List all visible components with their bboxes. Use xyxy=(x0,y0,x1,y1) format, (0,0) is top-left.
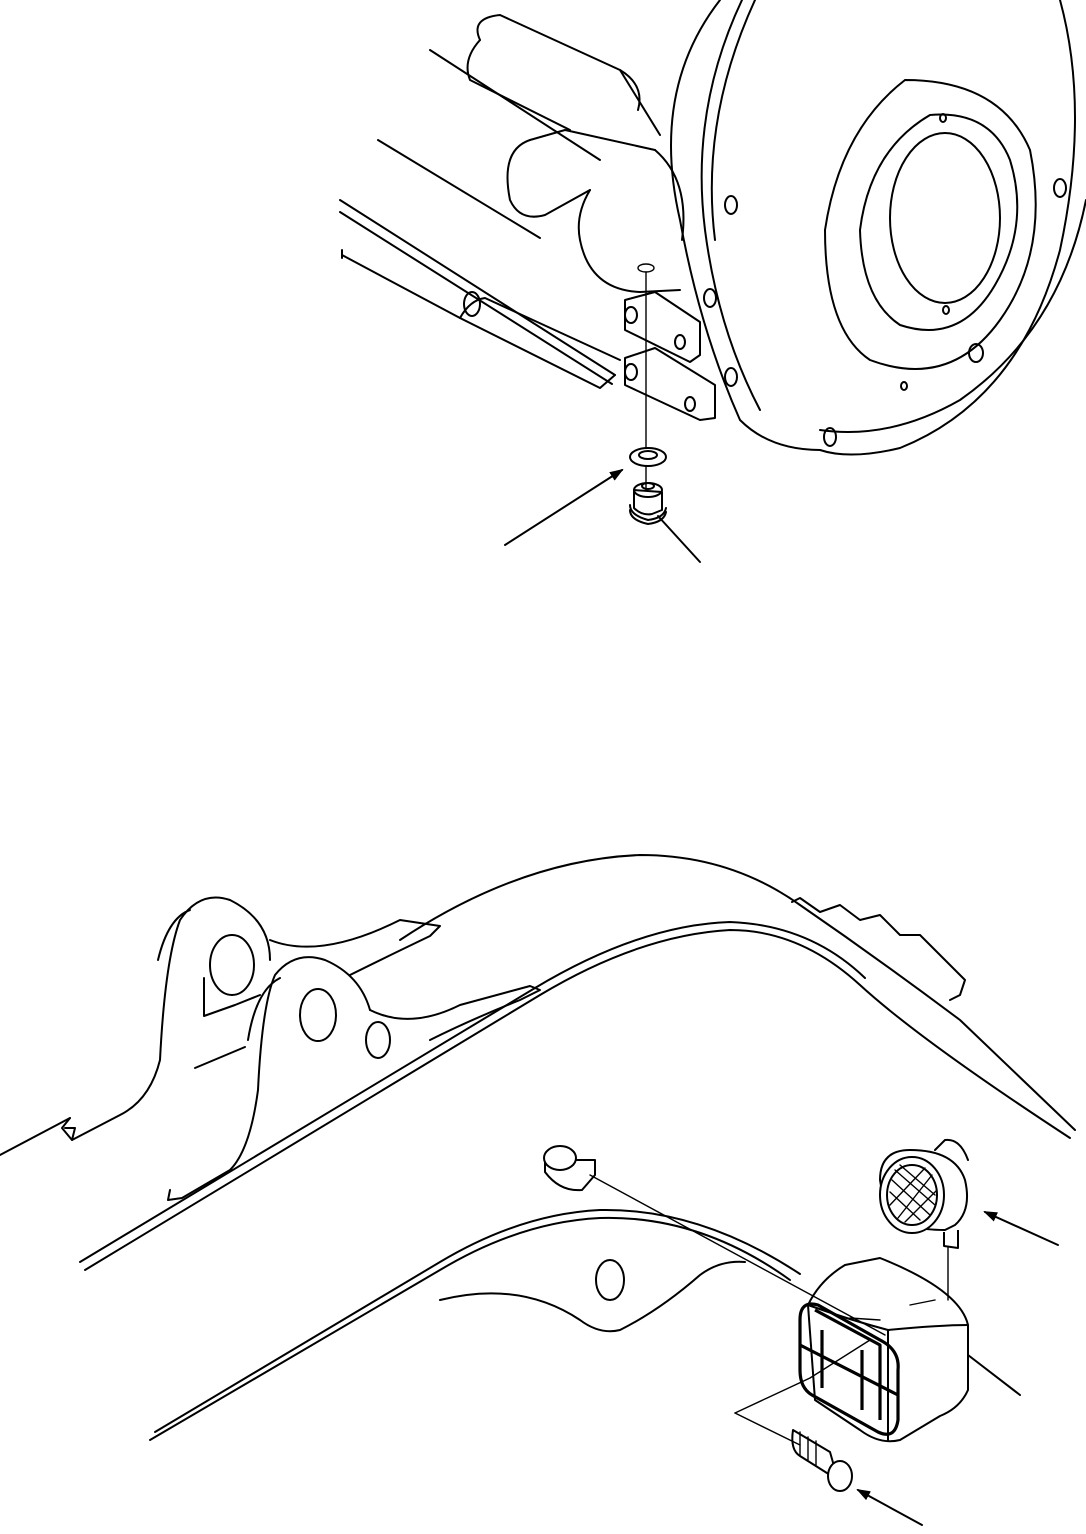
motor-housing xyxy=(466,14,685,293)
spacer xyxy=(543,1145,886,1336)
mounting-lugs xyxy=(624,291,716,421)
bolt-arrow xyxy=(856,1489,923,1526)
lamp-arrow xyxy=(983,1211,1059,1246)
boom-lamp-view xyxy=(0,854,1076,1526)
work-lamp-bracket xyxy=(807,1239,969,1443)
bracket-leader xyxy=(967,1354,1021,1396)
boom-foot-brackets xyxy=(61,896,541,1201)
lamp-guard xyxy=(798,1302,900,1436)
mounting-bolt xyxy=(734,1339,871,1492)
washer-arrow xyxy=(504,468,624,546)
boom xyxy=(0,854,1076,1441)
final-drive-view xyxy=(339,0,1086,563)
drain-plug xyxy=(629,482,667,525)
plug-leader xyxy=(657,515,701,563)
track-frame xyxy=(339,49,621,389)
work-lamp xyxy=(879,1138,969,1249)
washer xyxy=(629,447,667,467)
final-drive-housing xyxy=(670,0,1086,456)
